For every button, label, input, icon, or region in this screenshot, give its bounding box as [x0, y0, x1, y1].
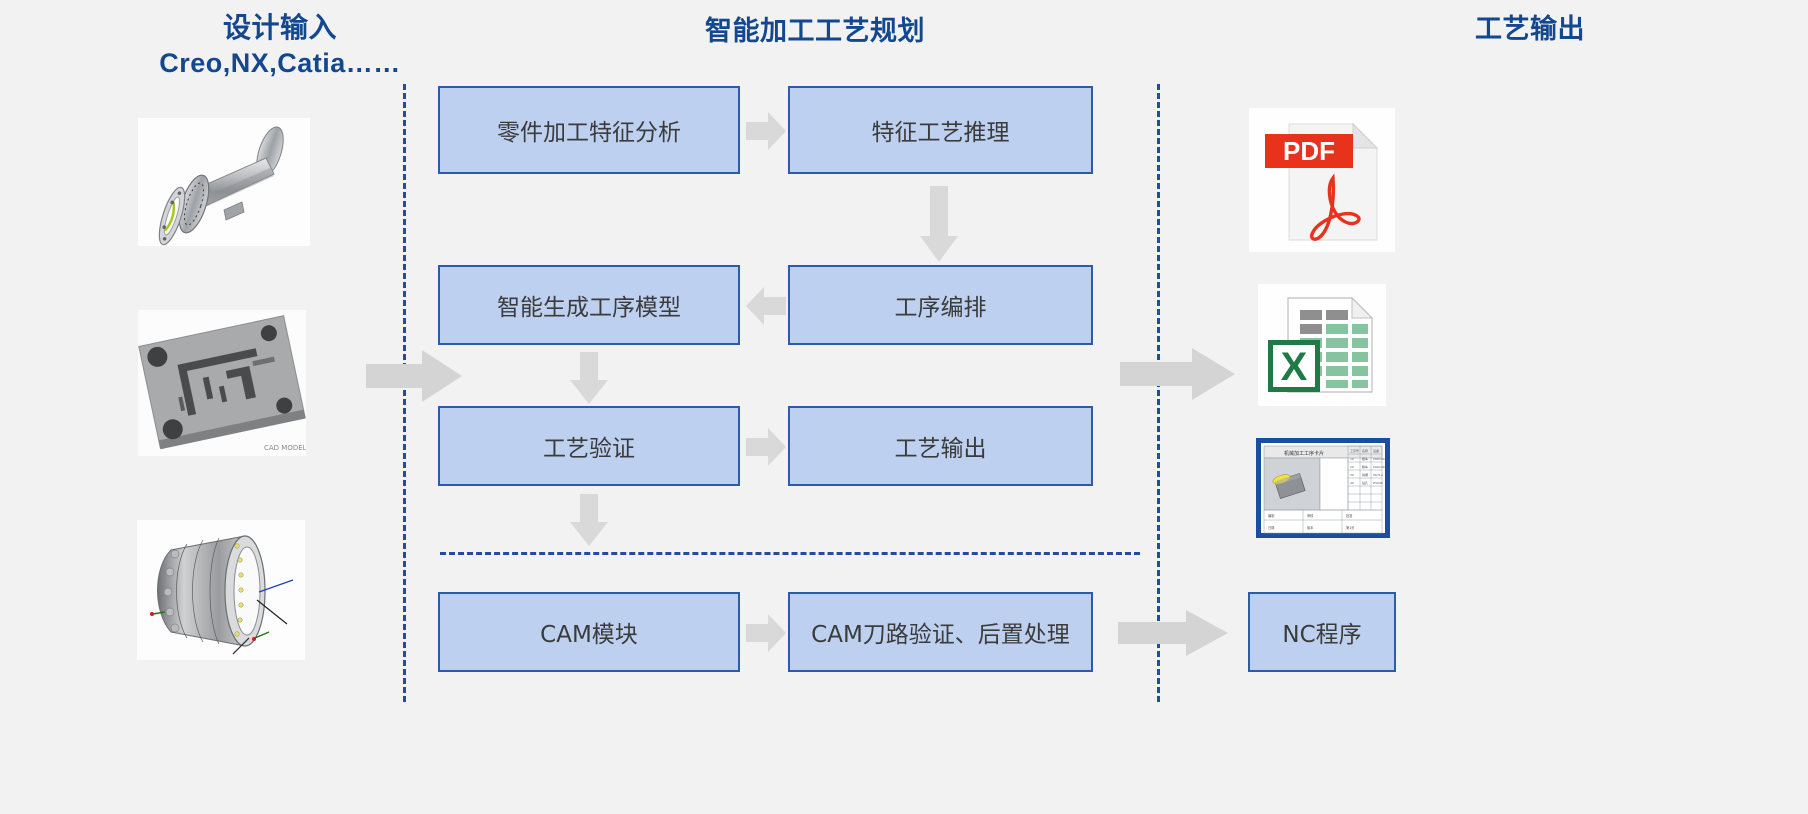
svg-text:第1页: 第1页 — [1346, 525, 1354, 530]
output-box-label: NC程序 — [1282, 622, 1362, 648]
process-box-process-sequencing[interactable]: 工序编排 — [788, 265, 1093, 345]
process-box-label: CAM刀路验证、后置处理 — [811, 622, 1070, 648]
svg-text:粗车: 粗车 — [1362, 456, 1368, 461]
divider-left-dashed — [403, 84, 406, 702]
design-input-title: 设计输入 — [222, 12, 337, 43]
process-box-label: 特征工艺推理 — [871, 120, 1010, 146]
svg-text:审核: 审核 — [1307, 513, 1314, 518]
arrow-input-to-planning-icon — [366, 350, 462, 402]
process-box-process-output[interactable]: 工艺输出 — [788, 406, 1093, 486]
planning-header: 智能加工工艺规划 — [705, 16, 925, 46]
svg-text:10: 10 — [1350, 457, 1354, 461]
svg-text:CK6140: CK6140 — [1373, 465, 1385, 469]
arrow-reasoning-to-sequencing-icon — [920, 186, 958, 262]
svg-text:40: 40 — [1350, 481, 1354, 485]
svg-text:精车: 精车 — [1362, 464, 1368, 469]
svg-text:CAD MODEL: CAD MODEL — [264, 444, 306, 452]
design-input-thumb-mold-plate: CAD MODEL — [138, 310, 306, 456]
process-box-label: 工艺验证 — [543, 436, 635, 462]
svg-text:工序号: 工序号 — [1350, 448, 1359, 453]
svg-text:CK6140: CK6140 — [1373, 457, 1385, 461]
design-input-thumb-casing — [137, 520, 305, 660]
output-process-sheet-thumbnail: 机械加工工序卡片 工序号名称设备 10 粗车 CK6140 20 精车 CK6140 3… — [1256, 438, 1390, 538]
process-box-feature-reasoning[interactable]: 特征工艺推理 — [788, 86, 1093, 174]
arrow-validation-to-cam-icon — [570, 494, 608, 546]
svg-text:XK714: XK714 — [1373, 473, 1383, 477]
svg-text:30: 30 — [1350, 473, 1354, 477]
arrow-planning-to-outputs-icon — [1120, 348, 1235, 400]
design-input-header: 设计输入 Creo,NX,Catia…… — [90, 10, 470, 80]
process-output-header: 工艺输出 — [1475, 14, 1585, 44]
svg-text:名称: 名称 — [1362, 448, 1368, 453]
svg-text:编制: 编制 — [1268, 513, 1274, 518]
arrow-campost-to-nc-icon — [1118, 610, 1228, 656]
svg-text:钻孔: 钻孔 — [1362, 480, 1368, 485]
output-pdf-icon: PDF — [1249, 108, 1395, 252]
svg-text:日期: 日期 — [1268, 525, 1274, 530]
pdf-label: PDF — [1283, 136, 1335, 166]
design-input-thumb-shaft — [138, 118, 310, 246]
svg-text:批准: 批准 — [1346, 513, 1353, 518]
process-box-label: 智能生成工序模型 — [497, 295, 681, 321]
process-box-feature-analysis[interactable]: 零件加工特征分析 — [438, 86, 740, 174]
process-box-cam-module[interactable]: CAM模块 — [438, 592, 740, 672]
divider-right-dashed — [1157, 84, 1160, 702]
svg-text:Z3040: Z3040 — [1373, 481, 1383, 485]
excel-label: X — [1281, 345, 1308, 389]
arrow-analysis-to-reasoning-icon — [746, 112, 786, 150]
arrow-validation-to-output-icon — [746, 428, 786, 466]
process-box-process-model-gen[interactable]: 智能生成工序模型 — [438, 265, 740, 345]
process-box-label: 零件加工特征分析 — [497, 120, 681, 146]
output-box-nc-program[interactable]: NC程序 — [1248, 592, 1396, 672]
arrow-cam-to-campost-icon — [746, 614, 786, 652]
output-excel-icon: X — [1258, 284, 1386, 406]
arrow-sequencing-to-modelgen-icon — [746, 287, 786, 325]
svg-text:20: 20 — [1350, 465, 1354, 469]
process-box-process-validation[interactable]: 工艺验证 — [438, 406, 740, 486]
svg-text:铣槽: 铣槽 — [1362, 472, 1368, 477]
svg-text:机械加工工序卡片: 机械加工工序卡片 — [1284, 450, 1324, 457]
process-box-label: CAM模块 — [540, 622, 638, 648]
divider-cam-dashed — [440, 552, 1140, 555]
process-box-label: 工序编排 — [894, 295, 987, 321]
svg-text:版本: 版本 — [1307, 525, 1314, 530]
design-input-subtitle: Creo,NX,Catia…… — [159, 47, 401, 78]
arrow-modelgen-to-validation-icon — [570, 352, 608, 404]
process-box-label: 工艺输出 — [894, 436, 987, 462]
svg-text:设备: 设备 — [1373, 448, 1379, 453]
process-box-cam-verify-post[interactable]: CAM刀路验证、后置处理 — [788, 592, 1093, 672]
